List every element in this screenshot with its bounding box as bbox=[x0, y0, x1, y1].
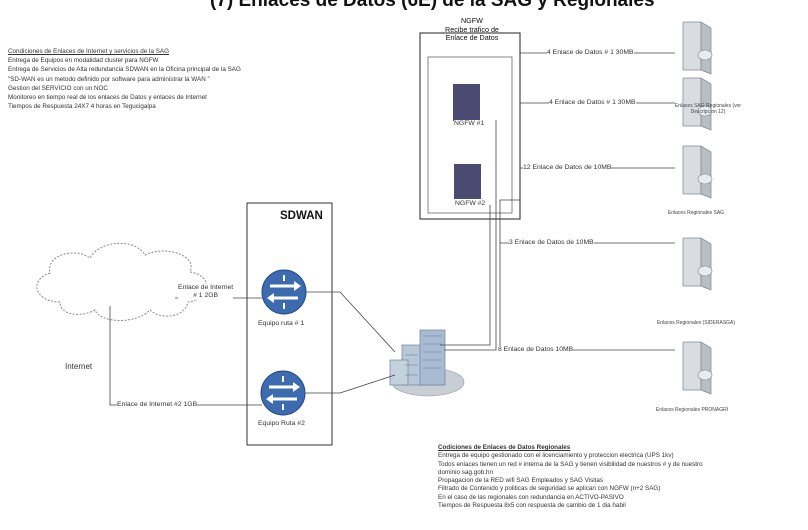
data-link-label-2: 4 Enlace de Datos # 1 30MB bbox=[549, 99, 636, 106]
notes-line: Entrega de Equipos en modalidad cluster … bbox=[8, 57, 159, 65]
internet-label: Internet bbox=[65, 362, 93, 371]
notes-line: "SD-WAN es un metodo definido por softwa… bbox=[8, 75, 210, 83]
router-1-label: Equipo ruta # 1 bbox=[258, 320, 305, 327]
ngfw-box bbox=[419, 32, 521, 220]
building-icon bbox=[389, 329, 465, 397]
diagram-title: (7) Enlaces de Datos (6E) de la SAG y Re… bbox=[210, 0, 655, 11]
router-1-icon bbox=[261, 269, 307, 315]
regional-notes-line: dominio sag.gob.hn bbox=[438, 468, 493, 476]
regional-notes-line: Todos enlaces tienen un red # interna de… bbox=[438, 460, 703, 468]
notes-line: Tiempos de Respuesta 24X7 4 horas en Teg… bbox=[8, 103, 156, 111]
data-link-label-4: 3 Enlace de Datos de 10MB bbox=[509, 239, 594, 246]
regional-conditions-notes: Codiciones de Enlaces de Datos Regionale… bbox=[438, 444, 703, 510]
ngfw-title-line-3: Enlace de Datos bbox=[445, 33, 499, 43]
ngfw-1-icon bbox=[453, 84, 480, 121]
notes-heading: Condiciones de Enlaces de Internet y ser… bbox=[8, 48, 170, 55]
ngfw-2-icon bbox=[454, 164, 481, 199]
internet-link-1-line-2: # 1 2GB bbox=[193, 292, 219, 299]
server-icon-5 bbox=[682, 341, 713, 395]
regional-notes-line: Propagacion de la RED wifi SAG Empleados… bbox=[438, 477, 604, 485]
server-icon-2 bbox=[682, 77, 713, 131]
server-icon-4 bbox=[682, 237, 713, 291]
sdwan-box bbox=[246, 202, 333, 446]
router-2-icon bbox=[260, 370, 306, 416]
ngfw-2-label: NGFW #2 bbox=[455, 200, 486, 207]
ngfw-1-label: NGFW #1 bbox=[454, 120, 485, 127]
regional-notes-line: Tiempos de Respuesta 8x5 con respuesta d… bbox=[438, 502, 626, 510]
data-link-label-5: 8 Enlace de Datos 10MB bbox=[498, 346, 574, 353]
server-icon-3 bbox=[682, 145, 713, 199]
internet-link-1-label: Enlace de Internet # 1 2GB bbox=[178, 284, 234, 300]
internet-link-2-label: Enlace de Internet #2 1GB bbox=[117, 401, 198, 408]
notes-line: Monitoreo en tiempo real de los enlaces … bbox=[8, 94, 207, 102]
ngfw-title-line-1: NGFW bbox=[460, 16, 483, 25]
router-2-label: Equipo Ruta #2 bbox=[258, 420, 305, 427]
data-link-label-1: 4 Enlace de Datos # 1 30MB bbox=[547, 49, 634, 56]
site-caption-1: Enlaces SAG Regionales (ver Descripcion … bbox=[674, 103, 742, 115]
regional-notes-line: En el caso de las regionales con redunda… bbox=[438, 493, 624, 501]
sdwan-title: SDWAN bbox=[280, 210, 323, 222]
server-icon-1 bbox=[682, 21, 713, 75]
internet-conditions-notes: Condiciones de Enlaces de Internet y ser… bbox=[8, 47, 241, 111]
notes-line: Gestion del SERVICIO con un NOC bbox=[8, 84, 108, 92]
regional-notes-heading: Codiciones de Enlaces de Datos Regionale… bbox=[438, 444, 571, 451]
site-caption-5: Enlaces Regionales PRONAGRI bbox=[655, 407, 729, 413]
regional-notes-line: Entrega de equipo gestionado con el lice… bbox=[438, 452, 674, 460]
ngfw-title: NGFW Recibe trafico de Enlace de Datos bbox=[445, 16, 499, 43]
data-link-label-3: 12 Enlace de Datos de 10MB bbox=[523, 164, 612, 171]
internet-cloud bbox=[36, 242, 208, 321]
site-caption-3: Enlaces Regionales SAG bbox=[667, 210, 725, 216]
ngfw-title-line-2: Recibe trafico de bbox=[445, 24, 499, 34]
notes-line: Entrega de Servicios de Alta redundancia… bbox=[8, 66, 241, 74]
site-caption-4: Enlaces Regionales (SIDERASGA) bbox=[656, 320, 736, 326]
regional-notes-line: Filtrado de Contenido y politicas de seg… bbox=[438, 485, 661, 493]
internet-link-1-line-1: Enlace de Internet bbox=[178, 284, 234, 291]
